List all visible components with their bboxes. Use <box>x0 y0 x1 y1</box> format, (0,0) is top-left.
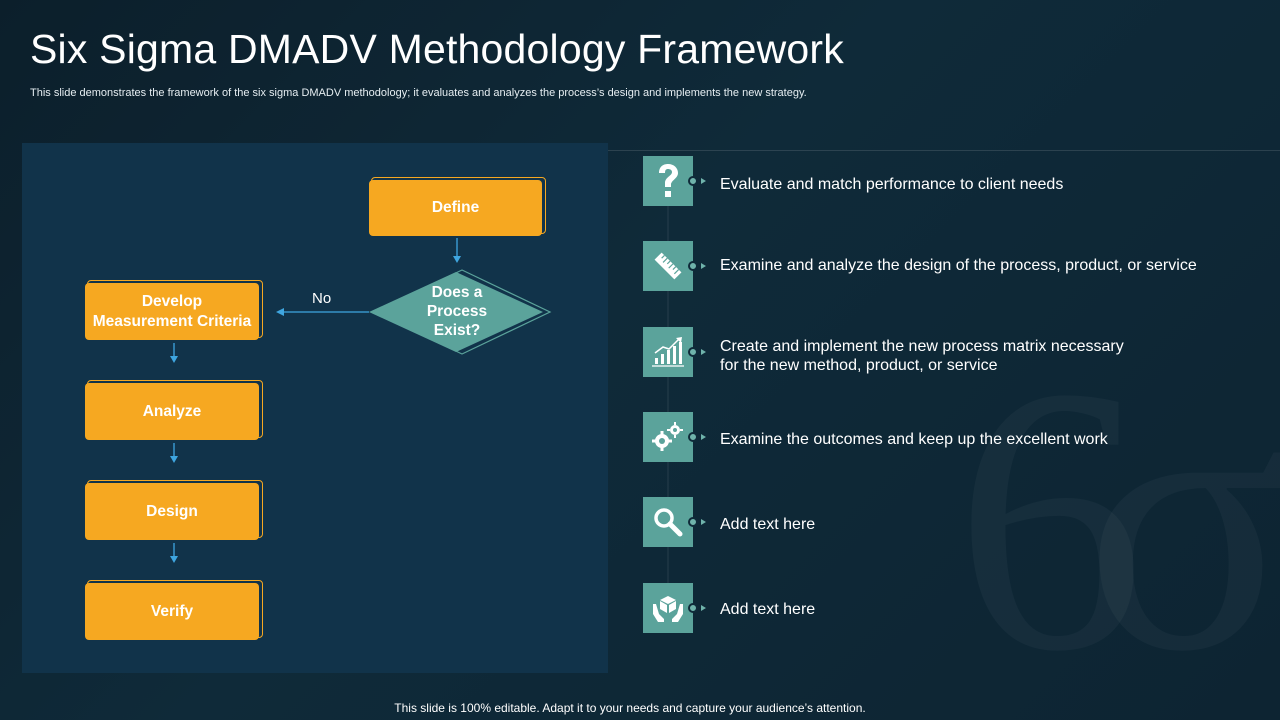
step-connector-arrow <box>701 178 706 184</box>
hands-box-icon <box>643 583 693 633</box>
step-connector-dot <box>688 432 698 442</box>
step-text-4: Examine the outcomes and keep up the exc… <box>720 431 1108 448</box>
step-text-2: Examine and analyze the design of the pr… <box>720 257 1197 274</box>
step-text-5: Add text here <box>720 516 816 533</box>
footer-note: This slide is 100% editable. Adapt it to… <box>394 701 866 715</box>
page-subtitle: This slide demonstrates the framework of… <box>30 87 807 99</box>
develop-box: Develop Measurement Criteria <box>85 280 263 340</box>
step-connector-arrow <box>701 605 706 611</box>
define-box: Define <box>369 177 546 236</box>
step-text-3: Create and implement the new process mat… <box>720 338 1124 375</box>
design-box: Design <box>85 480 263 540</box>
step-connector-arrow <box>701 434 706 440</box>
divider-line <box>608 150 1280 151</box>
step-connector-dot <box>688 603 698 613</box>
step-text-6: Add text here <box>720 601 816 618</box>
verify-box: Verify <box>85 580 263 640</box>
magnifier-icon <box>643 497 693 547</box>
step-connector-dot <box>688 347 698 357</box>
step-text-1: Evaluate and match performance to client… <box>720 176 1064 193</box>
step-connector-dot <box>688 261 698 271</box>
decision-no-label: No <box>312 290 332 307</box>
step-connector-arrow <box>701 349 706 355</box>
question-mark-icon <box>643 156 693 206</box>
sigma-watermark: 6σ <box>955 330 1230 710</box>
page-title: Six Sigma DMADV Methodology Framework <box>30 26 844 72</box>
step-connector-dot <box>688 176 698 186</box>
growth-chart-icon <box>643 327 693 377</box>
analyze-box: Analyze <box>85 380 263 440</box>
step-connector-arrow <box>701 519 706 525</box>
gears-icon <box>643 412 693 462</box>
ruler-icon <box>643 241 693 291</box>
step-connector-dot <box>688 517 698 527</box>
step-connector-arrow <box>701 263 706 269</box>
decision-label: Does a Process Exist? <box>426 284 488 339</box>
